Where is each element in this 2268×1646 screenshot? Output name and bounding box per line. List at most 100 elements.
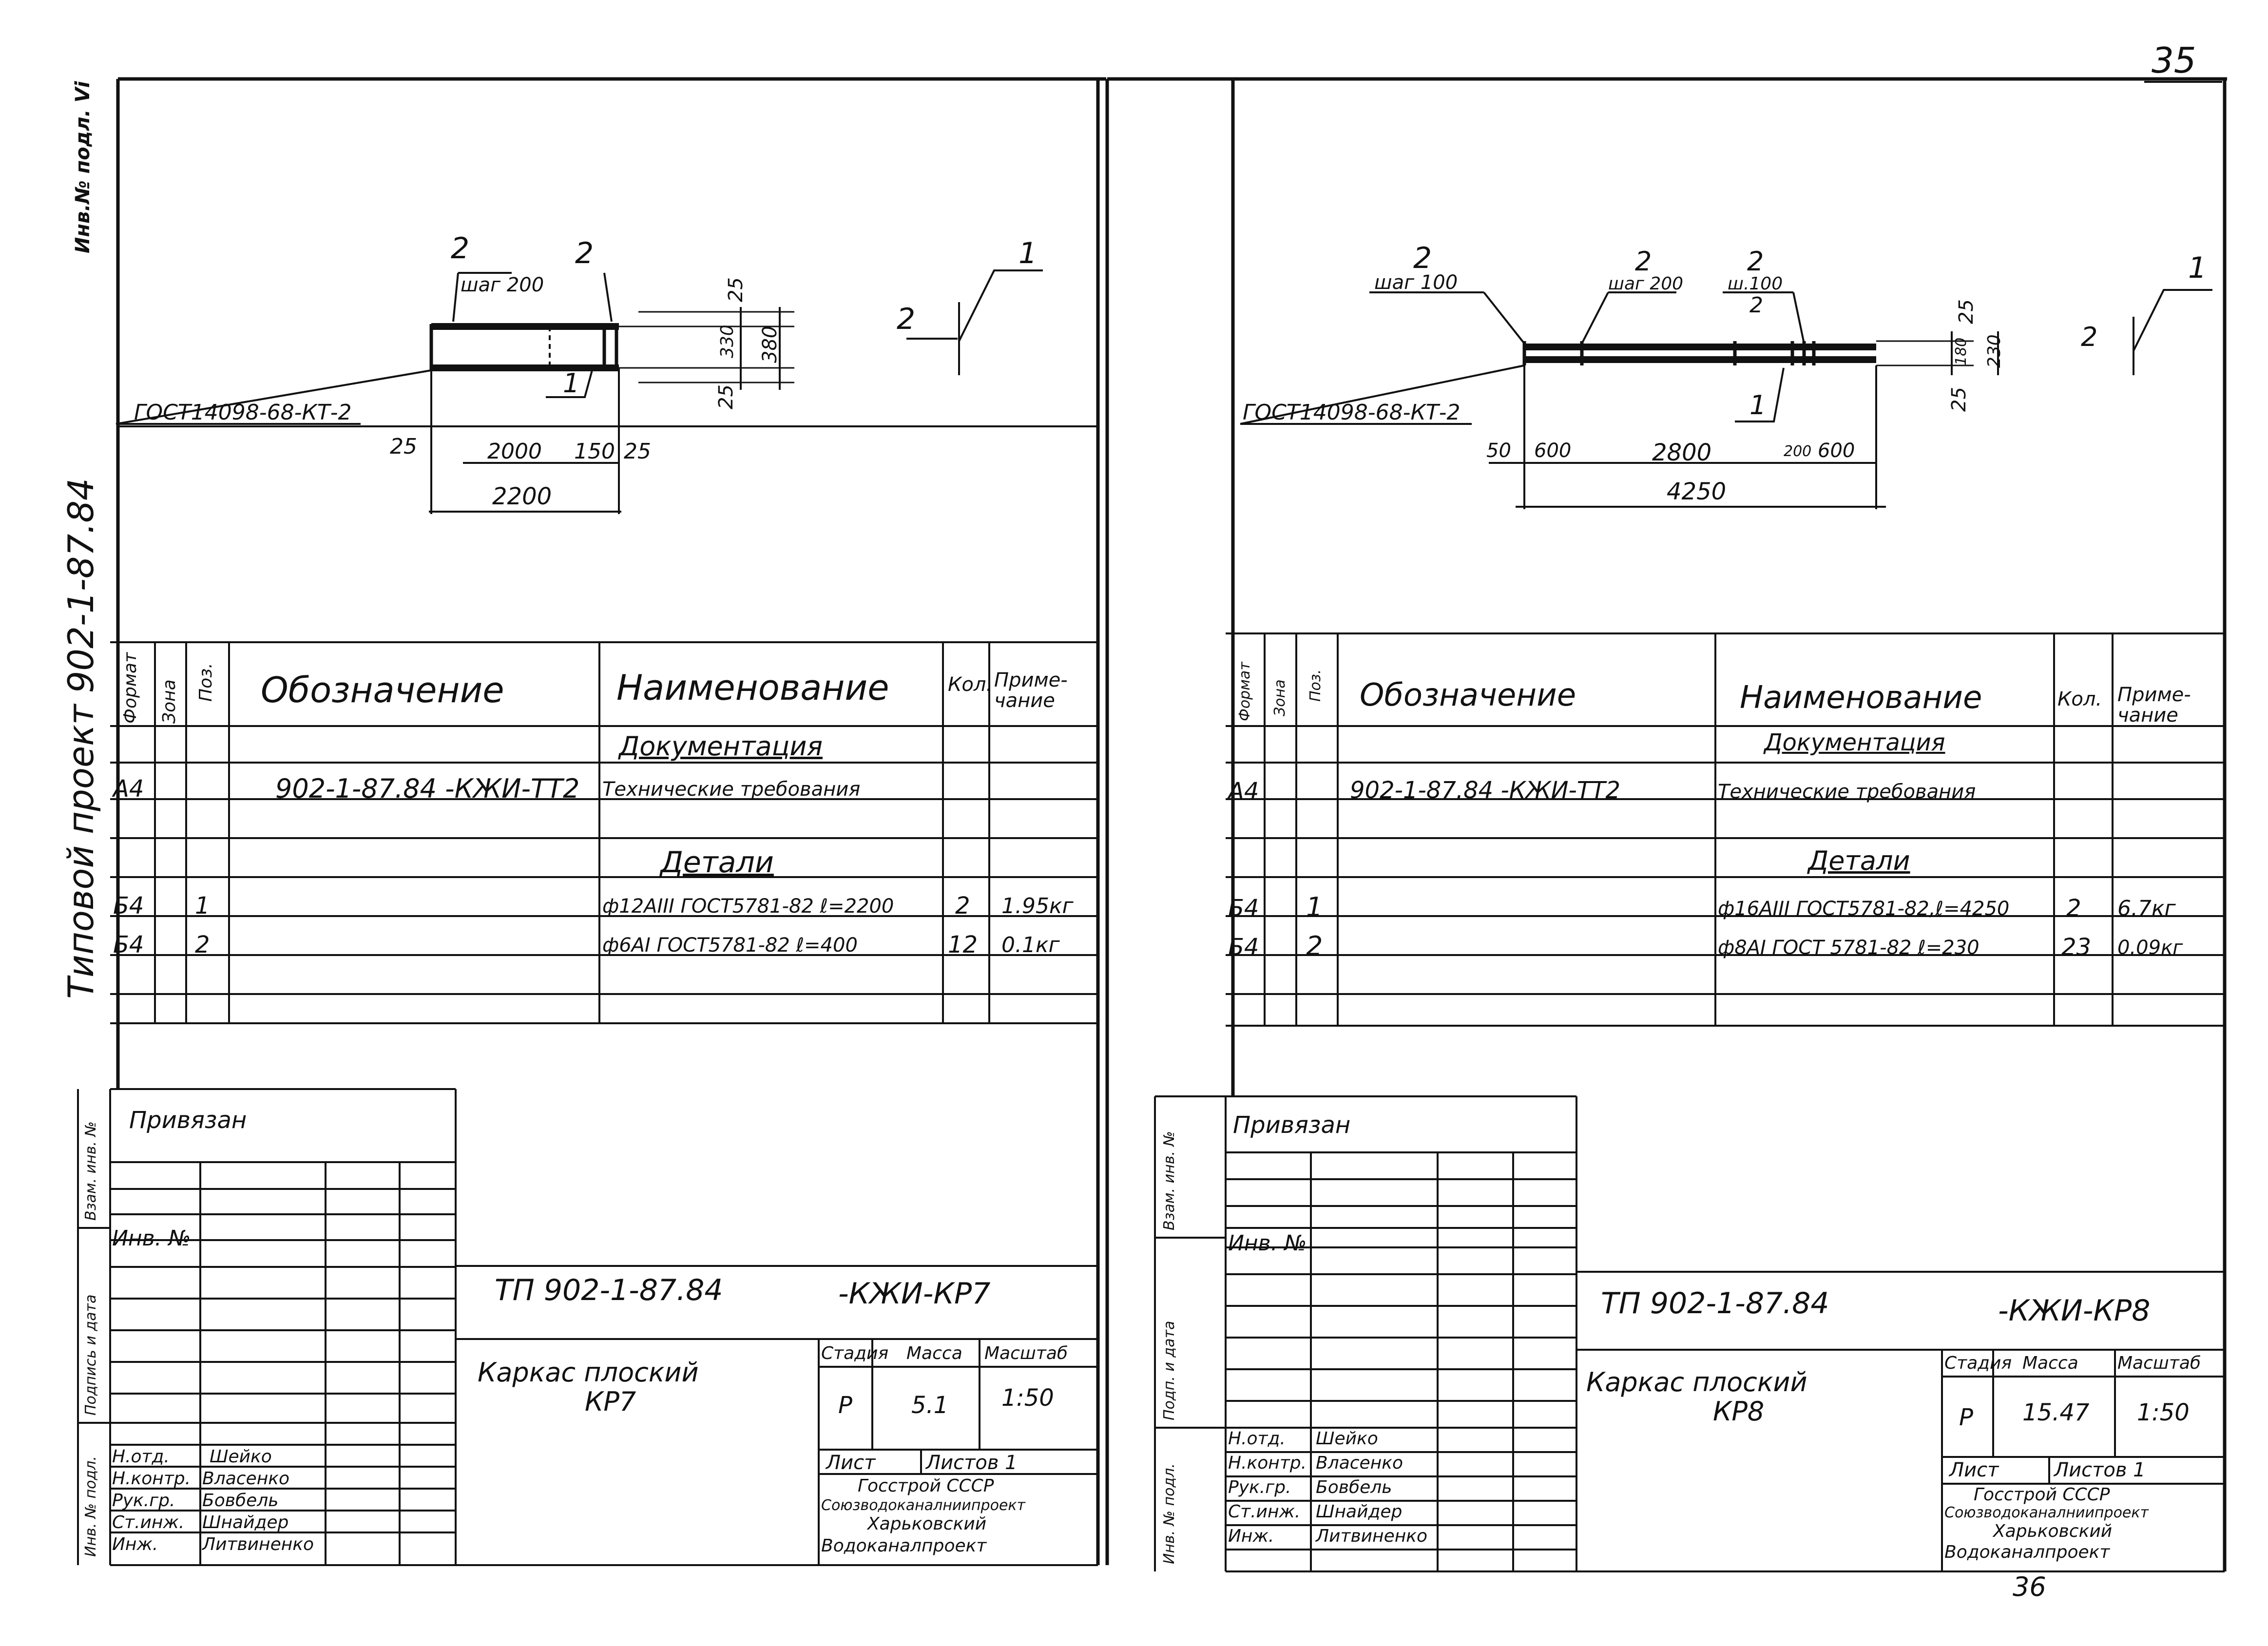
right-pos-2-section: 2	[2081, 322, 2098, 352]
right-hdr-designation: Обозначение	[1360, 677, 1576, 713]
right-section-docs: Документация	[1764, 729, 1945, 756]
margin-top-mark: Инв.№ подл. Vi	[72, 81, 94, 253]
right-code-suffix: -КЖИ-КР8	[1998, 1294, 2151, 1328]
right-stage-h: Стадия	[1944, 1353, 2012, 1373]
left-stage-h: Стадия	[821, 1343, 889, 1363]
left-hdr-zone: Зона	[159, 679, 179, 724]
left-staff-3-role: Рук.гр.	[112, 1491, 175, 1511]
right-dim-total: 4250	[1667, 478, 1727, 505]
right-row2-qty: 23	[2061, 934, 2092, 961]
right-step-a: шаг 100	[1374, 271, 1458, 294]
right-sheet: Лист	[1949, 1459, 1999, 1481]
right-dim-v25b: 25	[1948, 387, 1970, 412]
left-hdr-pos: Поз.	[196, 663, 216, 702]
right-dim-v25a: 25	[1955, 299, 1978, 324]
series-margin-label: Типовой проект 902-1-87.84	[60, 478, 101, 999]
left-frame-drawing	[115, 269, 1043, 514]
right-hdr-format: Формат	[1236, 662, 1253, 721]
right-spec-table-grid	[1226, 632, 2225, 1027]
left-sheets: Листов 1	[926, 1452, 1018, 1474]
left-doc-format: А4	[113, 775, 144, 803]
left-pos-2-section: 2	[897, 302, 916, 336]
left-weld-note: ГОСТ14098-68-КТ-2	[134, 400, 352, 425]
left-pos-2a: 2	[451, 231, 470, 266]
right-title-1: Каркас плоский	[1586, 1367, 1807, 1397]
left-hdr-designation: Обозначение	[261, 670, 504, 710]
right-hdr-zone: Зона	[1271, 679, 1288, 716]
right-pos-2a: 2	[1413, 241, 1432, 275]
right-staff-1-name: Шейко	[1316, 1429, 1378, 1449]
left-dim-v380: 380	[759, 325, 781, 363]
left-staff-4-name: Шнайдер	[202, 1512, 289, 1532]
left-dim-150: 150	[574, 439, 615, 464]
right-doc-designation: 902-1-87.84 -КЖИ-ТТ2	[1350, 777, 1620, 804]
left-side-label-1: Взам. инв. №	[82, 1121, 99, 1221]
left-staff-2-role: Н.контр.	[112, 1469, 191, 1489]
left-section-parts: Детали	[660, 845, 774, 880]
left-org-1: Госстрой СССР	[858, 1476, 994, 1496]
right-row2-pos: 2	[1306, 931, 1323, 961]
right-sheet-frame	[1107, 77, 2227, 1572]
left-scale: 1:50	[1001, 1384, 1054, 1412]
right-pos-1-section: 1	[2188, 251, 2207, 285]
left-doc-designation: 902-1-87.84 -КЖИ-ТТ2	[275, 773, 580, 804]
right-row1-qty: 2	[2066, 895, 2081, 922]
left-title-2: КР7	[585, 1386, 636, 1417]
right-staff-1-role: Н.отд.	[1228, 1429, 1286, 1449]
left-doc-name: Технические требования	[602, 778, 861, 801]
left-dim-total: 2200	[492, 483, 552, 510]
left-row2-qty: 12	[948, 931, 978, 958]
right-hdr-note: Приме-чание	[2117, 684, 2191, 727]
right-row1-pos: 1	[1306, 892, 1323, 922]
left-code-suffix: -КЖИ-КР7	[838, 1277, 991, 1311]
right-hdr-qty: Кол.	[2057, 688, 2102, 710]
right-row1-format: Б4	[1228, 895, 1259, 922]
right-privyazan: Привязан	[1233, 1111, 1351, 1139]
left-org-4: Водоканалпроект	[821, 1536, 987, 1556]
left-privyazan: Привязан	[129, 1107, 247, 1134]
left-dim-2000: 2000	[487, 439, 542, 464]
right-row2-format: Б4	[1228, 934, 1259, 961]
right-side-label-3: Инв. № подл.	[1161, 1463, 1178, 1564]
right-side-label-1: Взам. инв. №	[1161, 1131, 1178, 1230]
left-step: шаг 200	[461, 274, 544, 296]
right-dim-600b: 600	[1818, 440, 1855, 462]
right-pos-2d: 2	[1749, 293, 1763, 318]
left-code: ТП 902-1-87.84	[495, 1273, 723, 1307]
right-section-parts: Детали	[1808, 845, 1910, 876]
right-dim-v230: 230	[1984, 334, 2004, 368]
right-pos-1-inner: 1	[1749, 390, 1767, 421]
right-stage: Р	[1959, 1404, 1973, 1431]
right-doc-name: Технические требования	[1718, 781, 1976, 803]
right-dim-2800: 2800	[1652, 439, 1712, 466]
right-staff-5-role: Инж.	[1228, 1526, 1274, 1546]
left-sheet: Лист	[826, 1452, 876, 1474]
left-sheet-frame	[109, 77, 1109, 1566]
left-hdr-note: Приме-чание	[994, 669, 1068, 712]
left-dim-25a: 25	[390, 434, 417, 459]
left-staff-5-role: Инж.	[112, 1534, 158, 1554]
right-dim-600a: 600	[1534, 440, 1572, 462]
left-dim-25b: 25	[624, 439, 651, 464]
right-hdr-name: Наименование	[1740, 680, 1982, 716]
left-pos-2b: 2	[575, 236, 594, 270]
left-row2-name: ф6АI ГОСТ5781-82 ℓ=400	[602, 934, 858, 957]
right-org-1: Госстрой СССР	[1974, 1485, 2110, 1505]
left-staff-5-name: Литвиненко	[202, 1534, 314, 1554]
left-dim-v330: 330	[717, 325, 737, 358]
right-org-3: Харьковский	[1993, 1521, 2113, 1541]
left-row1-pos: 1	[195, 892, 210, 919]
left-stage: Р	[838, 1392, 852, 1419]
right-side-label-2: Подп. и дата	[1161, 1321, 1178, 1420]
right-row2-name: ф8АI ГОСТ 5781-82 ℓ=230	[1718, 937, 1980, 959]
left-row1-format: Б4	[113, 892, 144, 919]
left-org-3: Харьковский	[867, 1514, 987, 1534]
left-staff-3-name: Бовбель	[202, 1491, 279, 1511]
right-weld-note: ГОСТ14098-68-КТ-2	[1243, 400, 1461, 425]
left-row1-qty: 2	[955, 892, 970, 919]
right-row1-name: ф16АIII ГОСТ5781-82,ℓ=4250	[1718, 898, 2010, 920]
left-inv-no: Инв. №	[112, 1226, 191, 1251]
left-side-label-3: Инв. № подл.	[82, 1456, 99, 1557]
right-sheets: Листов 1	[2054, 1459, 2146, 1481]
